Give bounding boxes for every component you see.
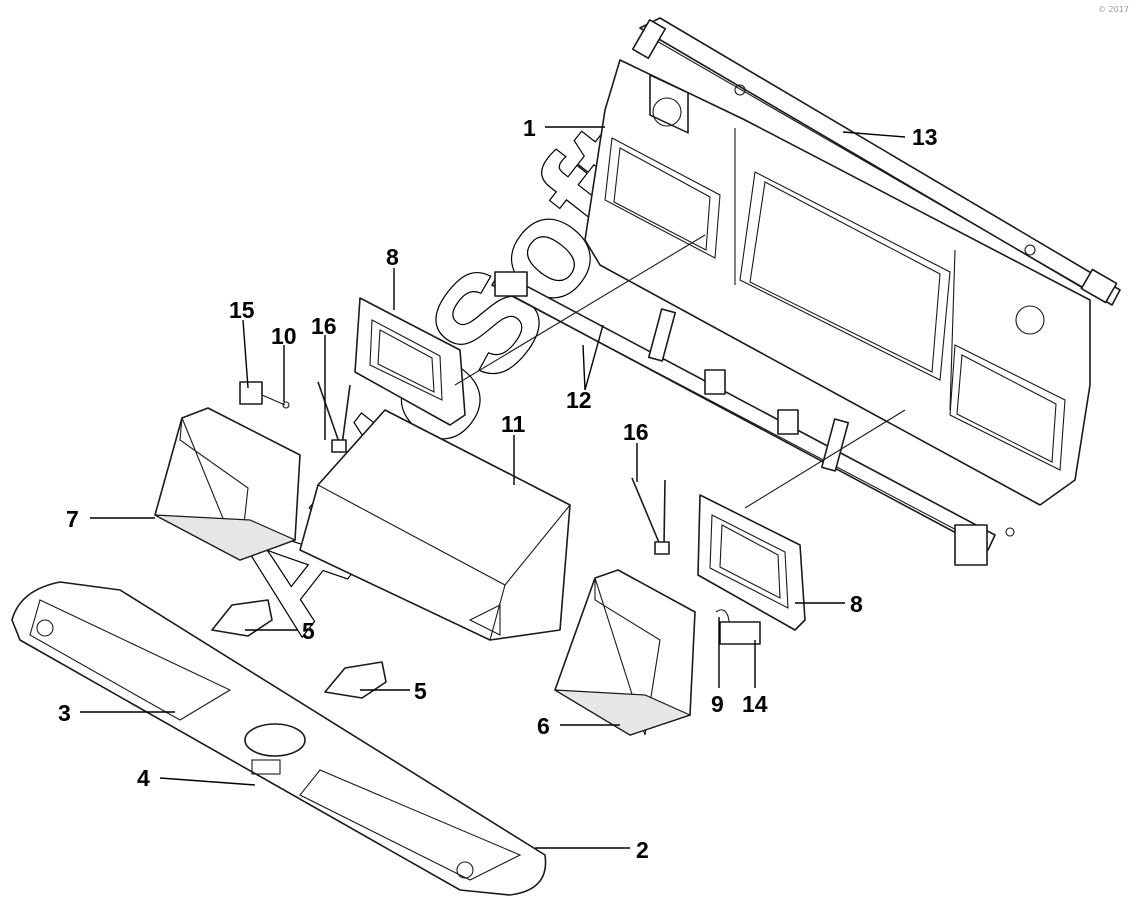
- part-13-top-rail: [631, 17, 1121, 306]
- callout-16-lower: 16: [623, 419, 649, 445]
- part-15-latch: [239, 381, 290, 409]
- leader-lines: [80, 126, 906, 849]
- callout-4: 4: [137, 765, 150, 791]
- corner-mark: © 2017: [1098, 5, 1129, 14]
- part-16-lower-gas-struts: [631, 477, 670, 555]
- callout-2: 2: [636, 837, 649, 863]
- callout-10: 10: [271, 323, 297, 349]
- callout-15: 15: [229, 297, 255, 323]
- leader-12-b: [584, 324, 604, 391]
- assembly-guide-lines: [454, 234, 906, 509]
- callout-3: 3: [58, 700, 71, 726]
- callout-13: 13: [912, 124, 938, 150]
- callout-labels: 1 13 8 15 10 16 12 11 16 7 8 5 5 9 14 3 …: [58, 115, 938, 863]
- leader-15: [242, 319, 249, 389]
- callout-16-upper: 16: [311, 313, 337, 339]
- part-7-left-duct: [154, 407, 301, 561]
- callout-8-lower: 8: [850, 591, 863, 617]
- leader-4: [159, 777, 256, 786]
- part-9-14-latch: [715, 609, 761, 645]
- part-1-rear-panel: [584, 59, 1091, 506]
- callout-5-lower: 5: [414, 678, 427, 704]
- callout-5-upper: 5: [302, 618, 315, 644]
- callout-12: 12: [566, 387, 592, 413]
- part-8-upper-hatch-frame: [354, 297, 466, 426]
- part-2-3-4-bottom-tray: [11, 581, 547, 896]
- callout-11: 11: [501, 411, 526, 437]
- callout-6: 6: [537, 713, 550, 739]
- part-8-lower-hatch-frame: [697, 494, 806, 631]
- callout-1: 1: [523, 115, 536, 141]
- callout-8-upper: 8: [386, 244, 399, 270]
- part-6-right-duct: [554, 569, 696, 736]
- part-5-bracket-upper: [211, 599, 273, 637]
- part-5-bracket-lower: [324, 661, 387, 699]
- callout-9: 9: [711, 691, 724, 717]
- callout-7: 7: [66, 506, 79, 532]
- callout-14: 14: [742, 691, 768, 717]
- leader-12-a: [582, 344, 586, 391]
- leader-13: [842, 131, 906, 138]
- part-11-storage-box: [299, 409, 571, 641]
- part-12-cross-bar: [491, 271, 1015, 566]
- part-16-upper-gas-struts: [317, 381, 351, 453]
